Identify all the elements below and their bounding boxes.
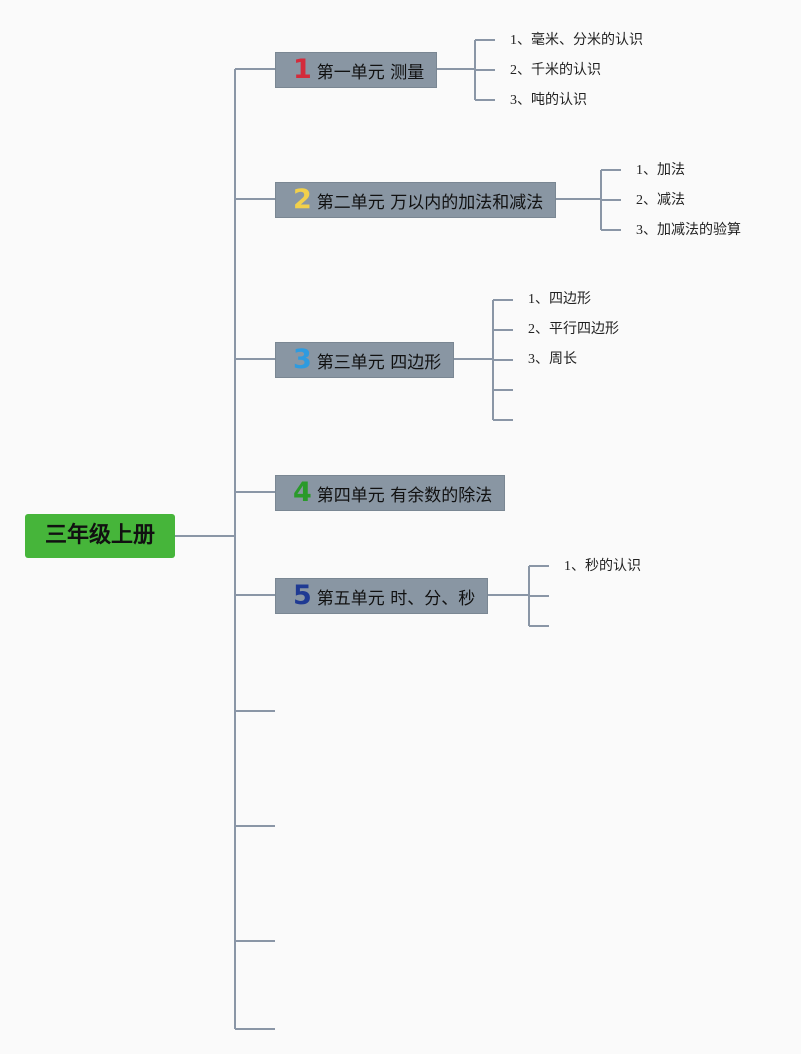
unit-node-3[interactable]: 3 第三单元 四边形 — [275, 342, 455, 378]
unit-3-item-2[interactable]: 2、平行四边形 — [528, 322, 619, 337]
unit-5-item-1[interactable]: 1、秒的认识 — [564, 559, 641, 574]
unit-number-icon-3: 3 — [293, 344, 312, 375]
unit-number-icon-5: 5 — [293, 580, 312, 611]
unit-3-item-1[interactable]: 1、四边形 — [528, 292, 591, 307]
unit-1-item-2[interactable]: 2、千米的认识 — [510, 63, 601, 78]
unit-title-2: 第二单元 万以内的加法和减法 — [316, 192, 544, 213]
unit-node-1[interactable]: 1 第一单元 测量 — [275, 52, 438, 88]
unit-node-4[interactable]: 4 第四单元 有余数的除法 — [275, 475, 506, 511]
unit-title-5: 第五单元 时、分、秒 — [316, 588, 476, 609]
unit-title-4: 第四单元 有余数的除法 — [316, 485, 493, 506]
unit-number-icon-1: 1 — [293, 54, 312, 85]
unit-2-item-1[interactable]: 1、加法 — [636, 163, 685, 178]
unit-number-icon-2: 2 — [293, 184, 312, 215]
root-node[interactable]: 三年级上册 — [25, 514, 175, 558]
unit-1-item-1[interactable]: 1、毫米、分米的认识 — [510, 33, 643, 48]
unit-title-3: 第三单元 四边形 — [316, 352, 442, 373]
unit-node-2[interactable]: 2 第二单元 万以内的加法和减法 — [275, 182, 557, 218]
unit-title-1: 第一单元 测量 — [316, 62, 425, 83]
unit-2-item-2[interactable]: 2、减法 — [636, 193, 685, 208]
unit-3-item-3[interactable]: 3、周长 — [528, 352, 577, 367]
unit-number-icon-4: 4 — [293, 477, 312, 508]
unit-node-5[interactable]: 5 第五单元 时、分、秒 — [275, 578, 489, 614]
unit-1-item-3[interactable]: 3、吨的认识 — [510, 93, 587, 108]
root-label: 三年级上册 — [44, 523, 155, 548]
unit-2-item-3[interactable]: 3、加减法的验算 — [636, 223, 741, 238]
